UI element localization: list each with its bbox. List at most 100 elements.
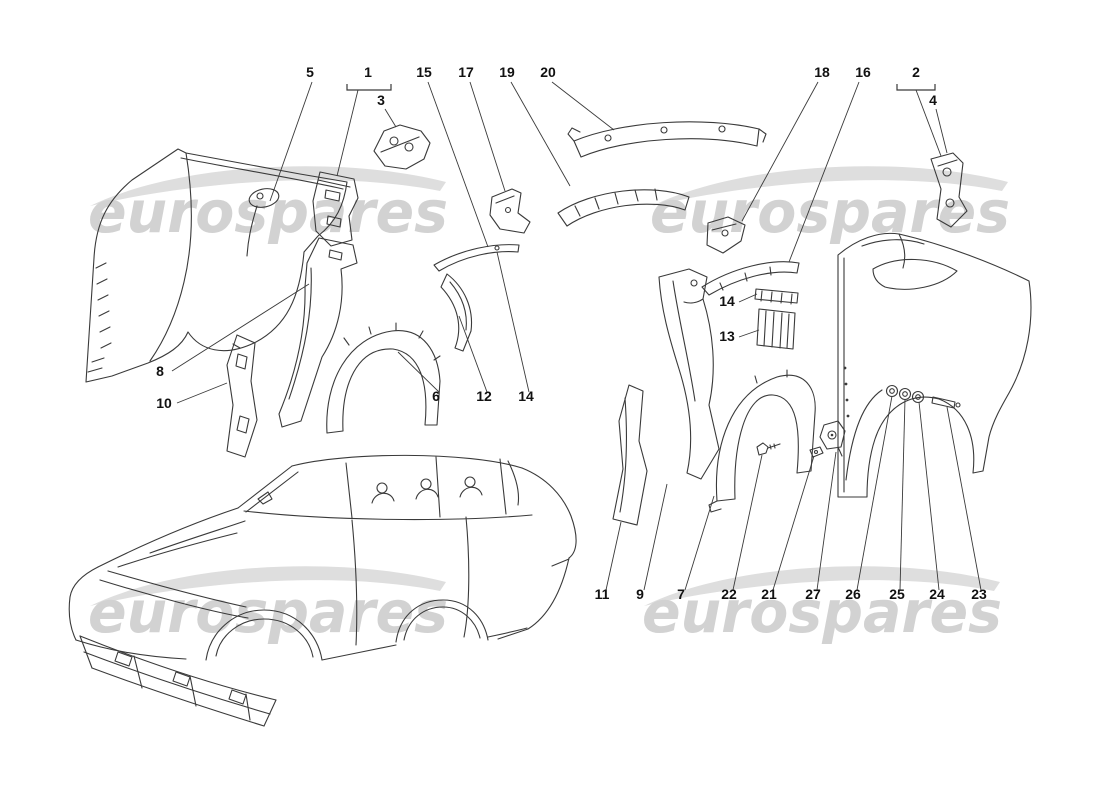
leader-line-14	[738, 293, 758, 303]
drawing-stroke	[415, 488, 439, 500]
drawing-stroke	[326, 215, 342, 228]
drawing-stroke	[433, 244, 520, 272]
part-label-8[interactable]: 8	[156, 363, 164, 379]
drawing-stroke	[495, 195, 515, 204]
part-label-17[interactable]: 17	[458, 64, 474, 80]
drawing-stroke	[846, 414, 850, 418]
leader-line-18	[741, 81, 819, 222]
drawing-stroke	[719, 266, 772, 291]
drawing-stroke	[326, 330, 441, 434]
part-label-14[interactable]: 14	[518, 388, 534, 404]
drawing-stroke	[499, 458, 507, 515]
part-drawing-strip-16	[701, 261, 800, 296]
drawing-stroke	[567, 127, 581, 142]
drawing-stroke	[117, 532, 238, 568]
part-label-9[interactable]: 9	[636, 586, 644, 602]
part-label-27[interactable]: 27	[805, 586, 821, 602]
drawing-stroke	[380, 136, 420, 153]
leader-line-1	[336, 89, 359, 177]
drawing-stroke	[915, 394, 921, 400]
part-label-7[interactable]: 7	[677, 586, 685, 602]
drawing-stroke	[487, 627, 528, 638]
part-drawing-lock-27	[819, 420, 846, 457]
drawing-stroke	[291, 454, 523, 469]
drawing-stroke	[87, 262, 112, 373]
part-drawing-bracket-18	[706, 216, 746, 254]
part-drawing-strip-19	[557, 188, 690, 227]
watermark-top-right: eurospares	[650, 166, 1010, 246]
part-label-16[interactable]: 16	[855, 64, 871, 80]
part-label-13[interactable]: 13	[719, 328, 735, 344]
watermark-text: eurospares	[642, 578, 1002, 646]
part-label-18[interactable]: 18	[814, 64, 830, 80]
part-drawing-quarter-outer-right	[837, 232, 1032, 498]
drawing-stroke	[837, 446, 843, 457]
drawing-stroke	[931, 396, 956, 409]
drawing-stroke	[955, 402, 961, 408]
drawing-stroke	[760, 290, 793, 305]
part-label-12[interactable]: 12	[476, 388, 492, 404]
part-drawing-wheel-arch-6	[326, 322, 441, 434]
drawing-stroke	[551, 558, 570, 567]
part-label-19[interactable]: 19	[499, 64, 515, 80]
drawing-stroke	[902, 391, 908, 397]
drawing-stroke	[574, 188, 658, 217]
drawing-stroke	[91, 667, 265, 727]
part-label-23[interactable]: 23	[971, 586, 987, 602]
drawing-stroke	[604, 134, 612, 142]
part-label-14[interactable]: 14	[719, 293, 735, 309]
part-label-5[interactable]: 5	[306, 64, 314, 80]
drawing-stroke	[245, 471, 299, 513]
part-label-3[interactable]: 3	[377, 92, 385, 108]
drawing-stroke	[149, 520, 246, 554]
part-label-6[interactable]: 6	[432, 388, 440, 404]
leader-line-9	[643, 483, 668, 591]
drawing-stroke	[246, 205, 258, 257]
drawing-stroke	[619, 397, 627, 513]
part-label-10[interactable]: 10	[156, 395, 172, 411]
leader-line-5	[269, 81, 313, 202]
drawing-stroke	[521, 467, 577, 559]
drawing-stroke	[205, 609, 323, 661]
drawing-stroke	[690, 279, 698, 287]
leader-line-27	[816, 451, 837, 591]
drawing-stroke	[660, 126, 668, 134]
watermark-bottom-right: eurospares	[642, 566, 1002, 646]
part-labels: 5 13 15 17 19 20 18 16 24 8 10 6 12 14 14 13 11 9 7 22 21 27 2…	[156, 64, 987, 602]
part-drawing-washers-24-25-26	[885, 384, 925, 404]
drawing-stroke	[504, 206, 512, 214]
drawing-stroke	[937, 159, 958, 167]
drawing-stroke	[718, 125, 726, 133]
drawing-stroke	[756, 308, 796, 350]
drawing-stroke	[911, 390, 925, 404]
leader-line-11	[605, 521, 622, 591]
drawing-stroke	[612, 384, 648, 526]
drawing-stroke	[557, 189, 690, 227]
part-label-25[interactable]: 25	[889, 586, 905, 602]
drawing-stroke	[395, 599, 489, 643]
part-label-2[interactable]: 2	[912, 64, 920, 80]
leader-line-14	[496, 251, 530, 393]
part-label-11[interactable]: 11	[595, 586, 610, 602]
part-label-21[interactable]: 21	[761, 586, 777, 602]
part-label-24[interactable]: 24	[929, 586, 945, 602]
drawing-stroke	[226, 334, 258, 458]
part-label-1[interactable]: 1	[364, 64, 372, 80]
part-drawing-pillar-9	[658, 268, 720, 480]
part-label-4[interactable]: 4	[929, 92, 937, 108]
drawing-stroke	[114, 651, 247, 705]
drawing-stroke	[449, 281, 467, 331]
part-label-20[interactable]: 20	[540, 64, 556, 80]
drawing-stroke	[345, 462, 353, 519]
drawing-stroke	[945, 198, 955, 208]
leader-line-26	[856, 395, 893, 591]
drawing-stroke	[754, 288, 799, 304]
leader-line-23	[946, 406, 982, 591]
leader-line-6	[397, 351, 440, 393]
drawing-stroke	[237, 465, 293, 509]
drawing-stroke	[243, 510, 533, 521]
drawing-stroke	[843, 366, 847, 370]
part-label-22[interactable]: 22	[721, 586, 737, 602]
part-label-26[interactable]: 26	[845, 586, 861, 602]
part-label-15[interactable]: 15	[416, 64, 432, 80]
